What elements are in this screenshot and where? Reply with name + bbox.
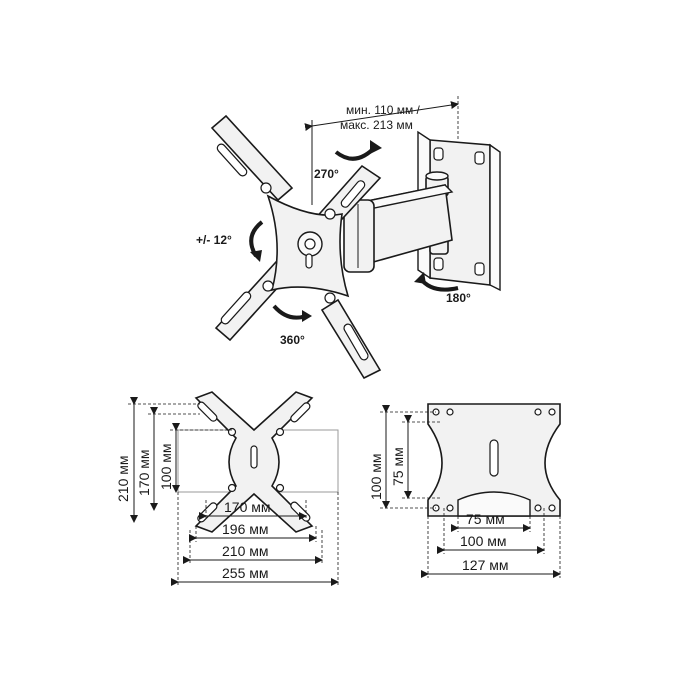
depth-dimension: мин. 110 мм / макс. 213 мм xyxy=(304,96,459,205)
swing-arm xyxy=(343,184,454,273)
large-h-255: 255 мм xyxy=(222,565,269,581)
plate-small: 100 мм 75 мм 75 мм 100 мм 127 мм xyxy=(368,403,561,578)
large-h-196: 196 мм xyxy=(222,521,269,537)
large-h-170: 170 мм xyxy=(224,499,271,515)
large-v-170: 170 мм xyxy=(136,450,152,497)
tilt-label: +/- 12° xyxy=(196,233,232,247)
rotation-label: 360° xyxy=(280,333,305,347)
swivel-wall-label: 180° xyxy=(446,291,471,305)
rotation-arrow: 360° xyxy=(272,304,312,347)
depth-min-label: мин. 110 мм / xyxy=(346,103,421,117)
vesa-head xyxy=(210,114,382,380)
small-h-75: 75 мм xyxy=(466,511,505,527)
small-v-75: 75 мм xyxy=(390,447,406,486)
tilt-arrow: +/- 12° xyxy=(196,220,264,262)
large-v-210: 210 мм xyxy=(115,456,131,503)
depth-max-label: макс. 213 мм xyxy=(340,118,413,132)
swivel-wall-arrow: 180° xyxy=(414,272,471,305)
plate-large: 210 мм 170 мм 100 мм 170 мм 196 мм 210 м… xyxy=(115,391,339,586)
large-v-100: 100 мм xyxy=(158,444,174,491)
small-h-127: 127 мм xyxy=(462,557,509,573)
bracket-assembly: мин. 110 мм / макс. 213 мм 270° +/- 12° … xyxy=(196,96,501,380)
swivel-arm-label: 270° xyxy=(314,167,339,181)
swivel-arm-arrow: 270° xyxy=(314,140,382,181)
large-h-210: 210 мм xyxy=(222,543,269,559)
small-v-100: 100 мм xyxy=(368,454,384,501)
small-h-100: 100 мм xyxy=(460,533,507,549)
